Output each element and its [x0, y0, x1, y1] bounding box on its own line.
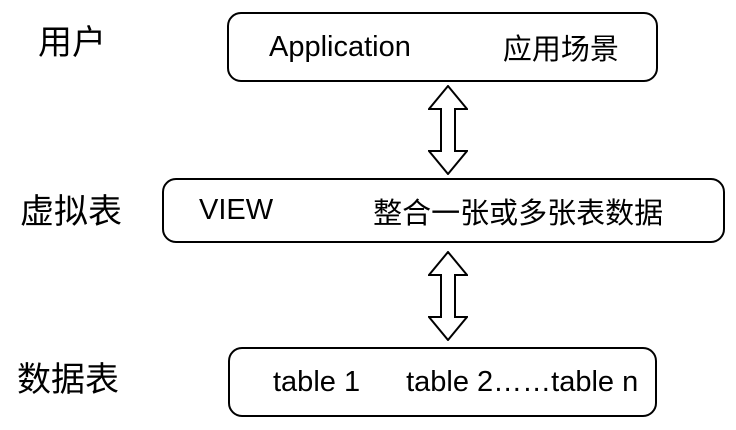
tables-box-right-text: table 2……table n: [406, 365, 639, 398]
view-box-right-text: 整合一张或多张表数据: [373, 197, 664, 230]
application-box-left-text: Application: [269, 30, 411, 63]
layer-label-user: 用户: [38, 24, 106, 62]
double-arrow-icon: [428, 251, 468, 341]
layer-label-data-table: 数据表: [17, 361, 119, 399]
application-box-right-text: 应用场景: [502, 34, 619, 66]
double-arrow-icon: [428, 85, 468, 175]
tables-box: table 1 table 2……table n: [228, 347, 657, 417]
application-box: Application 应用场景: [227, 12, 658, 82]
view-box-left-text: VIEW: [199, 194, 274, 226]
view-box: VIEW 整合一张或多张表数据: [162, 178, 725, 243]
layer-label-virtual-table: 虚拟表: [20, 193, 122, 231]
tables-box-left-text: table 1: [273, 365, 361, 398]
